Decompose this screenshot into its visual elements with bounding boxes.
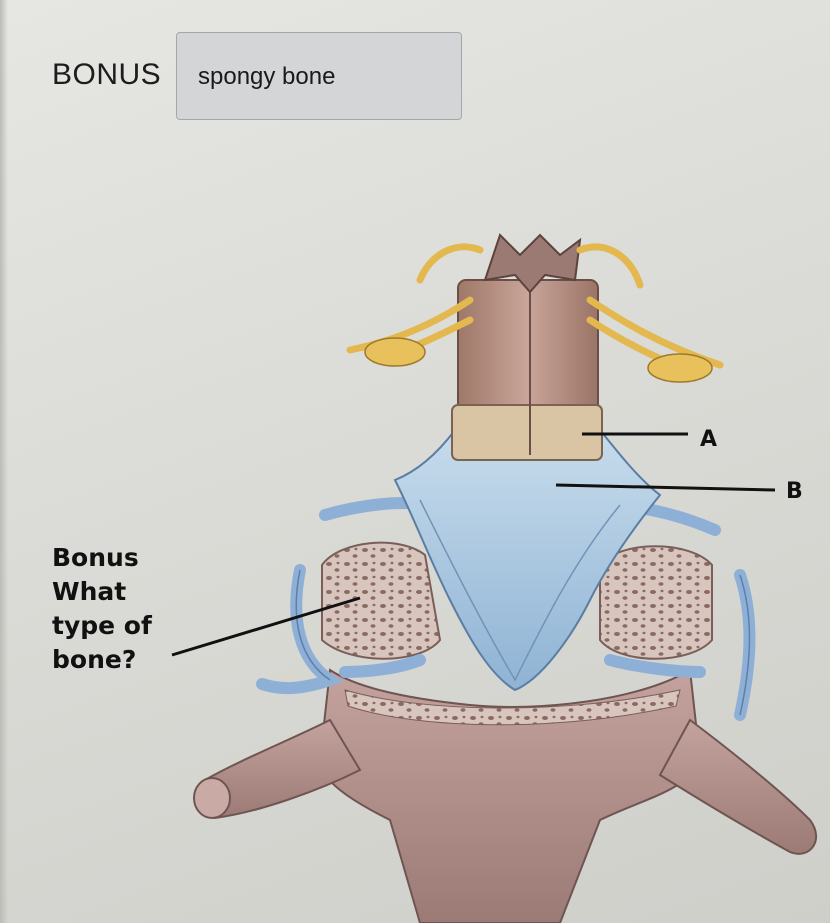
answer-input[interactable]: spongy bone xyxy=(176,32,462,120)
callout-line-3: type of xyxy=(52,611,153,640)
nerve-ganglia xyxy=(364,337,713,383)
vein-outline xyxy=(295,569,751,716)
label-b: B xyxy=(786,479,803,504)
leader-lines xyxy=(171,432,776,657)
question-label: BONUS xyxy=(52,58,162,91)
window-edge xyxy=(0,0,8,923)
spinal-cord xyxy=(451,233,603,461)
callout-line-2: What xyxy=(52,577,126,606)
callout-line-4: bone? xyxy=(52,645,136,674)
label-a: A xyxy=(700,427,717,452)
vertebral-body-cross-section xyxy=(321,541,713,660)
callout-line-1: Bonus xyxy=(52,543,139,572)
vertebra-bone xyxy=(193,668,817,923)
